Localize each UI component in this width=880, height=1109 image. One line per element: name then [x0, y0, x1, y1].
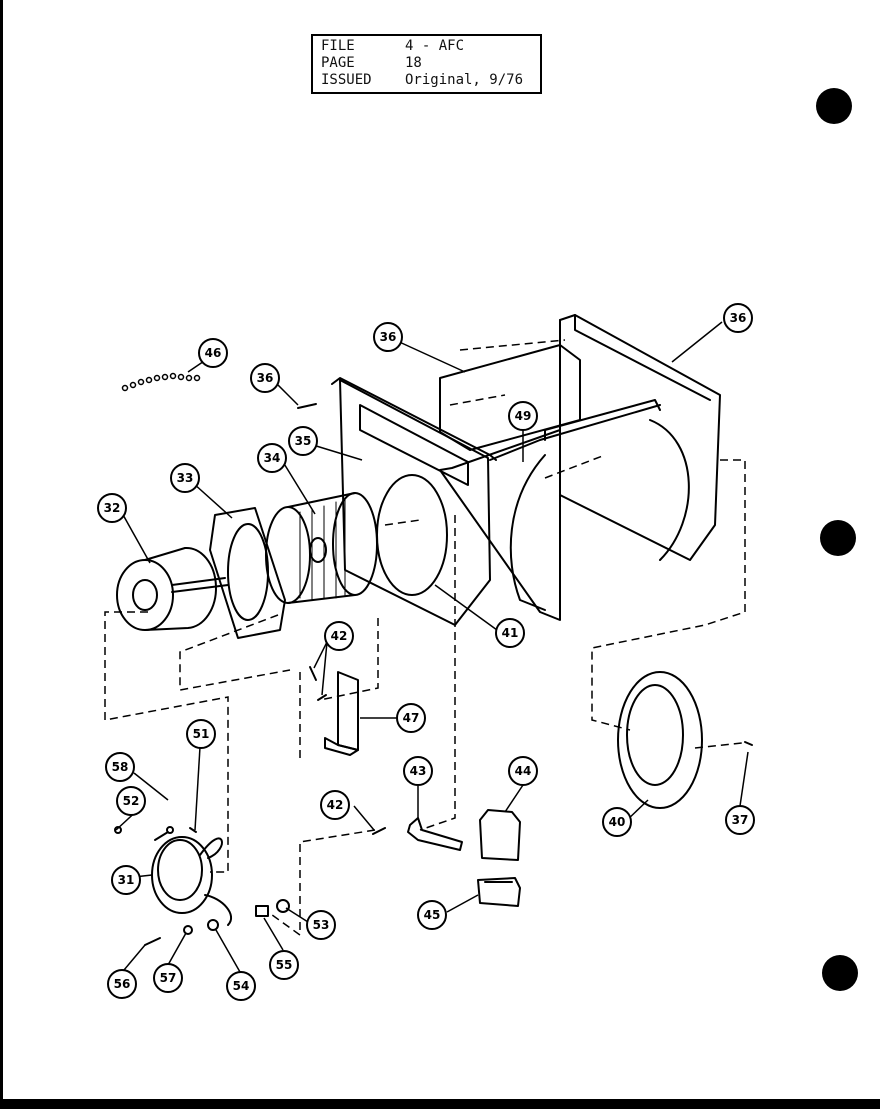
orifice-ring-part — [209, 507, 286, 639]
punch-hole-middle — [820, 520, 856, 556]
callout-36-top: 36 — [380, 330, 397, 344]
scan-edge-bottom — [0, 1099, 880, 1109]
scan-edge-left — [0, 0, 3, 1109]
callout-43: 43 — [410, 764, 427, 778]
callout-36-left: 36 — [257, 371, 274, 385]
drain-pan-part — [477, 877, 521, 907]
callout-54: 54 — [233, 979, 250, 993]
callout-49: 49 — [515, 409, 532, 423]
callout-56: 56 — [114, 977, 131, 991]
blower-wheel-part — [265, 492, 378, 604]
bead-chain-part — [121, 372, 201, 392]
file-info-box: FILE 4 - AFC PAGE 18 ISSUED Original, 9/… — [311, 34, 542, 94]
callout-42-lower: 42 — [327, 798, 344, 812]
filter-part — [479, 809, 521, 861]
callout-58: 58 — [112, 760, 129, 774]
leader-lines — [115, 321, 749, 973]
callout-34: 34 — [264, 451, 281, 465]
callout-33: 33 — [177, 471, 194, 485]
callout-36-right: 36 — [730, 311, 747, 325]
callout-47: 47 — [403, 711, 420, 725]
callout-46: 46 — [205, 346, 222, 360]
punch-hole-top — [816, 88, 852, 124]
file-row: FILE 4 - AFC — [321, 38, 532, 55]
callout-labels: 31 32 33 34 35 36 36 36 37 40 41 42 42 4… — [104, 311, 749, 993]
callout-52: 52 — [123, 794, 140, 808]
issued-label: ISSUED — [321, 72, 372, 88]
callout-35: 35 — [295, 434, 312, 448]
callout-40: 40 — [609, 815, 626, 829]
top-plate-part — [439, 344, 661, 461]
page-label: PAGE — [321, 55, 355, 71]
rear-panel-part — [559, 314, 721, 561]
callout-44: 44 — [515, 764, 532, 778]
page-value: 18 — [405, 55, 422, 71]
issued-row: ISSUED Original, 9/76 — [321, 72, 532, 89]
callout-circles — [97, 303, 755, 1001]
hardware-screws — [114, 403, 753, 946]
file-value: 4 - AFC — [405, 38, 465, 54]
callout-55: 55 — [276, 958, 293, 972]
motor-mount-band-part — [151, 831, 233, 926]
file-label: FILE — [321, 38, 355, 54]
dashed-reference-lines — [104, 339, 746, 937]
callout-32: 32 — [104, 501, 121, 515]
callout-31: 31 — [118, 873, 135, 887]
mounting-bracket-part — [324, 671, 359, 756]
blower-motor-part — [116, 546, 229, 631]
callout-37: 37 — [732, 813, 749, 827]
drain-tube-part — [407, 817, 463, 851]
punch-hole-bottom — [822, 955, 858, 991]
callout-51: 51 — [193, 727, 210, 741]
callout-41: 41 — [502, 626, 519, 640]
callout-57: 57 — [160, 971, 177, 985]
callout-45: 45 — [424, 908, 441, 922]
page-row: PAGE 18 — [321, 55, 532, 72]
callout-53: 53 — [313, 918, 330, 932]
inlet-ring-part — [617, 671, 703, 809]
callout-42-upper: 42 — [331, 629, 348, 643]
issued-value: Original, 9/76 — [405, 72, 524, 88]
